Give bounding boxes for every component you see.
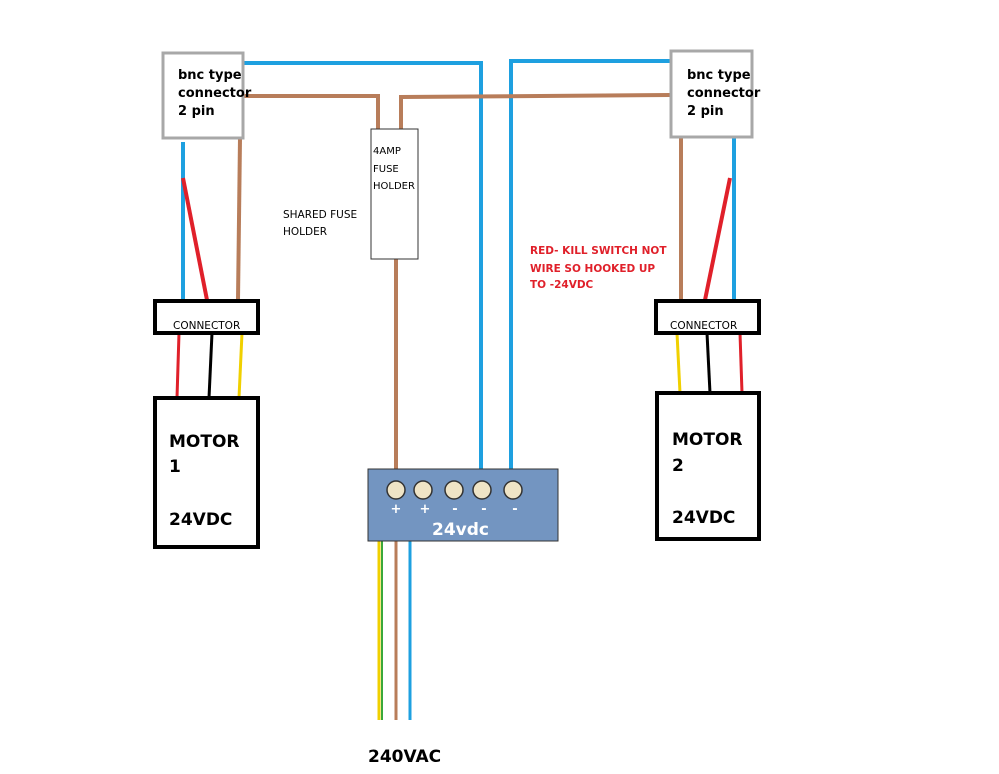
shared-fuse-label: SHARED FUSE HOLDER [283,209,357,238]
brown-wire-right-to-fuse [399,93,671,129]
red-wire-motor2 [738,332,744,394]
yellow-wire-motor2 [675,332,682,394]
motor1-line3: 24VDC [169,510,232,530]
motor2-line3: 24VDC [672,508,735,528]
terminal-label-3: - [452,502,457,517]
terminal-label-2: + [420,502,431,517]
bnc-right-line1: bnc type [687,68,751,83]
mains-label: 240VAC [368,747,441,767]
wires [175,59,744,720]
note-line3: TO -24VDC [530,279,594,291]
fuse-line1: 4AMP [373,146,401,157]
bnc-right-line2: connector [687,86,761,101]
bnc-connector-left: bnc type connector 2 pin [161,51,252,140]
motor1-line1: MOTOR [169,432,240,452]
terminal-label-1: + [391,502,402,517]
red-wire-right-down [703,177,732,301]
terminal-label-4: - [481,502,486,517]
motor-1: MOTOR 1 24VDC [153,396,260,549]
yellow-wire-motor1 [237,332,244,399]
brown-wire-left-to-fuse [243,94,380,129]
motor1-line2: 1 [169,457,181,477]
power-supply: + + - - - 24vdc [367,468,559,542]
red-wire-motor1 [175,332,181,399]
terminal-label-5: - [512,502,517,517]
note-line2: WIRE SO HOOKED UP [530,263,655,275]
bnc-left-line1: bnc type [178,68,242,83]
connector-left: CONNECTOR [153,299,260,335]
kill-switch-note: RED- KILL SWITCH NOT WIRE SO HOOKED UP T… [530,245,667,291]
blue-wire-top-right [509,59,670,488]
psu-terminal-labels: + + - - - [391,502,518,517]
psu-label: 24vdc [432,520,489,540]
bnc-connector-right: bnc type connector 2 pin [669,49,761,139]
blue-wire-top-left [243,61,483,488]
black-wire-motor2 [705,332,712,394]
fuse-line2: FUSE [373,164,399,175]
motor-2: MOTOR 2 24VDC [655,391,761,541]
connector-left-label: CONNECTOR [173,320,240,332]
motor2-line1: MOTOR [672,430,743,450]
shared-fuse-line1: SHARED FUSE [283,209,357,221]
bnc-left-line3: 2 pin [178,104,215,119]
terminal-1 [386,480,406,500]
bnc-left-line2: connector [178,86,252,101]
terminal-3 [444,480,464,500]
connector-right: CONNECTOR [654,299,761,335]
psu-terminals [386,480,523,500]
shared-fuse-line2: HOLDER [283,226,327,238]
bnc-right-line3: 2 pin [687,104,724,119]
fuse-holder: 4AMP FUSE HOLDER [370,128,419,260]
motor2-line2: 2 [672,456,684,476]
terminal-4 [472,480,492,500]
fuse-line3: HOLDER [373,181,415,192]
terminal-5 [503,480,523,500]
note-line1: RED- KILL SWITCH NOT [530,245,667,257]
red-wire-left-down [181,177,209,301]
connector-right-label: CONNECTOR [670,320,737,332]
terminal-2 [413,480,433,500]
brown-wire-left-down [236,137,242,301]
black-wire-motor1 [207,332,214,399]
